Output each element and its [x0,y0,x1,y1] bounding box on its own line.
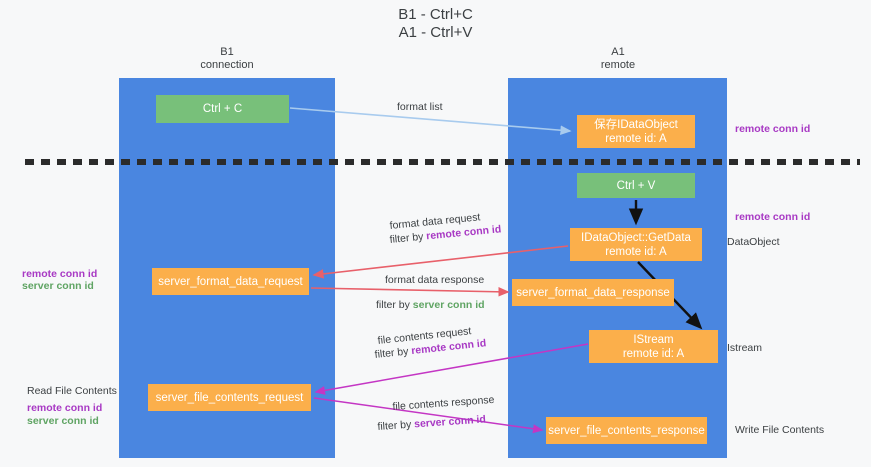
annotation-left2-server-conn-id: server conn id [27,415,99,427]
node-save-idataobject[interactable]: 保存IDataObject remote id: A [577,115,695,148]
annotation-write-file-contents: Write File Contents [735,424,825,436]
column-header-b1-name: B1 [220,46,234,58]
node-server-format-data-response-label: server_format_data_response [516,286,670,299]
node-idataobject-getdata-line1: IDataObject::GetData [581,231,691,244]
column-header-a1-role: remote [600,59,636,71]
node-idataobject-getdata-line2: remote id: A [605,245,667,258]
node-server-format-data-request-label: server_format_data_request [158,275,303,288]
annotation-left-server-conn-id: server conn id [22,280,94,292]
node-server-file-contents-response-label: server_file_contents_response [548,424,705,437]
filter-prefix: filter by [389,230,427,246]
node-save-idataobject-line2: remote id: A [605,132,667,145]
filter-key-server-conn-id: server conn id [413,413,487,431]
page-title: B1 - Ctrl+C A1 - Ctrl+V [0,6,871,42]
edge-label-file-contents-response: file contents response [392,393,495,413]
node-save-idataobject-line1: 保存IDataObject [594,118,678,131]
node-istream[interactable]: IStream remote id: A [589,330,718,363]
edge-label-format-data-response-filter: filter by server conn id [376,298,485,312]
node-idataobject-getdata[interactable]: IDataObject::GetData remote id: A [570,228,702,261]
annotation-istream: Istream [727,342,763,354]
node-istream-line1: IStream [633,333,674,346]
annotation-left-remote-conn-id: remote conn id [22,268,98,280]
column-header-a1: A1 remote [508,46,728,72]
annotation-remote-conn-id-top: remote conn id [735,123,811,135]
column-header-a1-name: A1 [611,46,625,58]
node-ctrl-v[interactable]: Ctrl + V [577,173,695,198]
filter-prefix: filter by [376,299,413,311]
title-line-1: B1 - Ctrl+C [398,6,473,23]
node-server-file-contents-response[interactable]: server_file_contents_response [546,417,707,444]
edge-label-file-contents-response-filter: filter by server conn id [377,412,486,434]
node-server-file-contents-request[interactable]: server_file_contents_request [148,384,311,411]
filter-prefix: filter by [377,418,415,433]
node-server-format-data-request[interactable]: server_format_data_request [152,268,309,295]
annotation-read-file-contents: Read File Contents [27,385,117,397]
node-ctrl-c[interactable]: Ctrl + C [156,95,289,123]
annotation-dataobject: DataObject [727,236,780,248]
node-istream-line2: remote id: A [622,347,685,360]
node-server-file-contents-request-label: server_file_contents_request [155,391,304,404]
annotation-left2-remote-conn-id: remote conn id [27,402,103,414]
arrow-format-data-response [310,287,510,297]
node-server-format-data-response[interactable]: server_format_data_response [512,279,674,306]
filter-key-server-conn-id: server conn id [412,299,485,311]
edge-label-format-list: format list [397,101,443,113]
annotation-remote-conn-id-mid: remote conn id [735,211,811,223]
node-ctrl-v-label: Ctrl + V [616,179,656,192]
column-header-b1-role: connection [200,59,254,71]
edge-label-format-data-response: format data response [385,274,485,286]
filter-prefix: filter by [374,345,412,361]
node-ctrl-c-label: Ctrl + C [202,103,243,115]
title-line-2: A1 - Ctrl+V [398,24,473,41]
column-header-b1: B1 connection [117,46,337,72]
